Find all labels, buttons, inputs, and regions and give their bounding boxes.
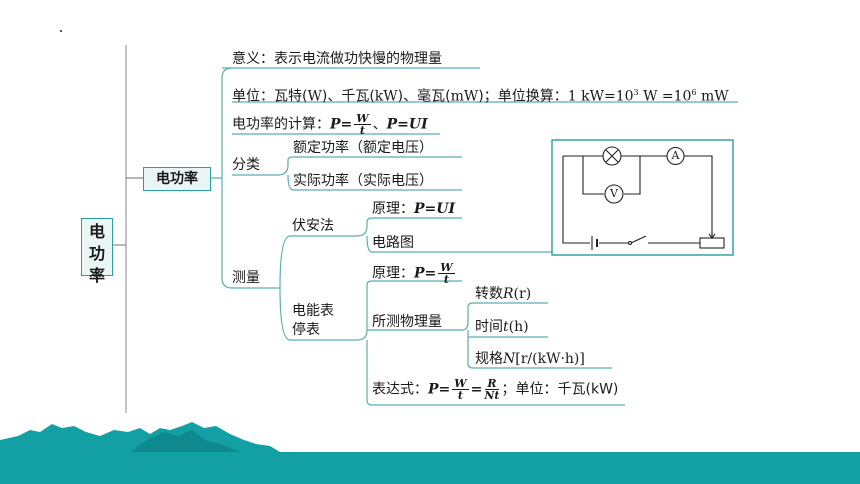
meaning-node: 意义：表示电流做功快慢的物理量 xyxy=(232,50,442,68)
unit-exp2: 6 xyxy=(691,88,697,97)
quantity-spec-symbol: N xyxy=(503,351,516,367)
quantity-time: 时间t(h) xyxy=(475,318,529,336)
measure-label: 测量 xyxy=(232,270,260,286)
quantity-rev-unit: (r) xyxy=(513,286,532,302)
expr-frac1-num: W xyxy=(452,377,469,390)
ground-decoration xyxy=(0,422,860,484)
quantity-time-label: 时间 xyxy=(475,319,503,335)
quantity-rev: 转数R(r) xyxy=(475,285,531,303)
expr-frac1-den: t xyxy=(457,389,463,402)
unit-text-a: 单位：瓦特( xyxy=(232,88,308,105)
unit-kW: kW xyxy=(374,88,398,105)
unit-conv1: 1 kW=10 xyxy=(567,88,634,105)
calc-sep: 、 xyxy=(372,116,387,133)
unit-node: 单位：瓦特(W)、千瓦(kW)、毫瓦(mW)；单位换算：1 kW=103 W =… xyxy=(232,84,729,106)
calc-label: 电功率的计算： xyxy=(232,116,330,133)
calc-eq: = xyxy=(340,116,353,133)
unit-W: W xyxy=(307,88,322,105)
quantity-spec: 规格N[r/(kW·h)] xyxy=(475,350,585,368)
unit-text-d: )；单位换算： xyxy=(478,88,568,105)
unit-text-c: )、毫瓦( xyxy=(397,88,451,105)
voltammeter-label: 伏安法 xyxy=(292,218,334,234)
quantity-spec-label: 规格 xyxy=(475,351,503,367)
level1-label: 电功率 xyxy=(156,171,198,187)
rated-power: 额定功率（额定电压） xyxy=(293,140,433,156)
meter-label: 电能表 停表 xyxy=(292,302,352,340)
unit-text-b: )、千瓦( xyxy=(321,88,375,105)
level1-node: 电功率 xyxy=(143,167,211,191)
unit-conv3: mW xyxy=(696,88,729,105)
expr-frac2-den: Nt xyxy=(484,389,500,402)
unit-mW: mW xyxy=(450,88,479,105)
ammeter-letter: A xyxy=(671,149,680,162)
expr-eq: = xyxy=(438,381,451,398)
expr-P: P xyxy=(428,381,439,398)
quantity-rev-label: 转数 xyxy=(475,286,503,302)
calc-formula2: P=UI xyxy=(386,116,428,133)
expr-unit: ；单位：千瓦(kW) xyxy=(501,381,619,398)
classify-label: 分类 xyxy=(232,157,260,173)
meter-label-line1: 电能表 xyxy=(292,303,334,319)
calc-frac-num: W xyxy=(354,112,371,125)
voltammeter-principle-label: 原理： xyxy=(372,201,414,217)
meter-frac-den: t xyxy=(443,273,449,286)
ammeter-symbol xyxy=(666,146,685,166)
meter-principle-eq: = xyxy=(424,265,437,282)
expr-eq2: = xyxy=(470,381,483,398)
measured-quantities-label: 所测物理量 xyxy=(372,314,442,330)
meter-label-line2: 停表 xyxy=(292,322,320,338)
quantity-time-symbol: t xyxy=(503,319,509,335)
quantity-time-unit: (h) xyxy=(508,319,529,335)
voltammeter-principle: 原理：P=UI xyxy=(372,200,455,218)
root-label: 电功率 xyxy=(88,222,105,285)
unit-conv2: W =10 xyxy=(638,88,692,105)
actual-power: 实际功率（实际电压） xyxy=(293,173,433,189)
calc-frac-den: t xyxy=(359,124,365,137)
meter-frac-num: W xyxy=(438,261,455,274)
expr-label: 表达式： xyxy=(372,381,428,398)
meter-principle-label: 原理： xyxy=(372,265,414,282)
quantity-spec-unit: [r/(kW·h)] xyxy=(515,351,585,367)
unit-exp1: 3 xyxy=(633,88,639,97)
circuit-diagram-label: 电路图 xyxy=(372,235,414,251)
corner-dot xyxy=(60,30,62,32)
circuit-frame xyxy=(551,139,734,256)
voltammeter-principle-formula: P=UI xyxy=(414,201,456,217)
root-node: 电功率 xyxy=(81,218,113,285)
lamp-symbol xyxy=(602,146,622,166)
voltmeter-symbol xyxy=(604,184,624,204)
quantity-rev-symbol: R xyxy=(503,286,514,302)
meter-principle-P: P xyxy=(414,265,425,282)
circuit-wires xyxy=(562,155,725,250)
meaning-text: 意义：表示电流做功快慢的物理量 xyxy=(232,51,442,67)
voltmeter-letter: V xyxy=(610,187,618,200)
expr-frac2-num: R xyxy=(485,377,499,390)
calc-P: P xyxy=(330,116,341,133)
